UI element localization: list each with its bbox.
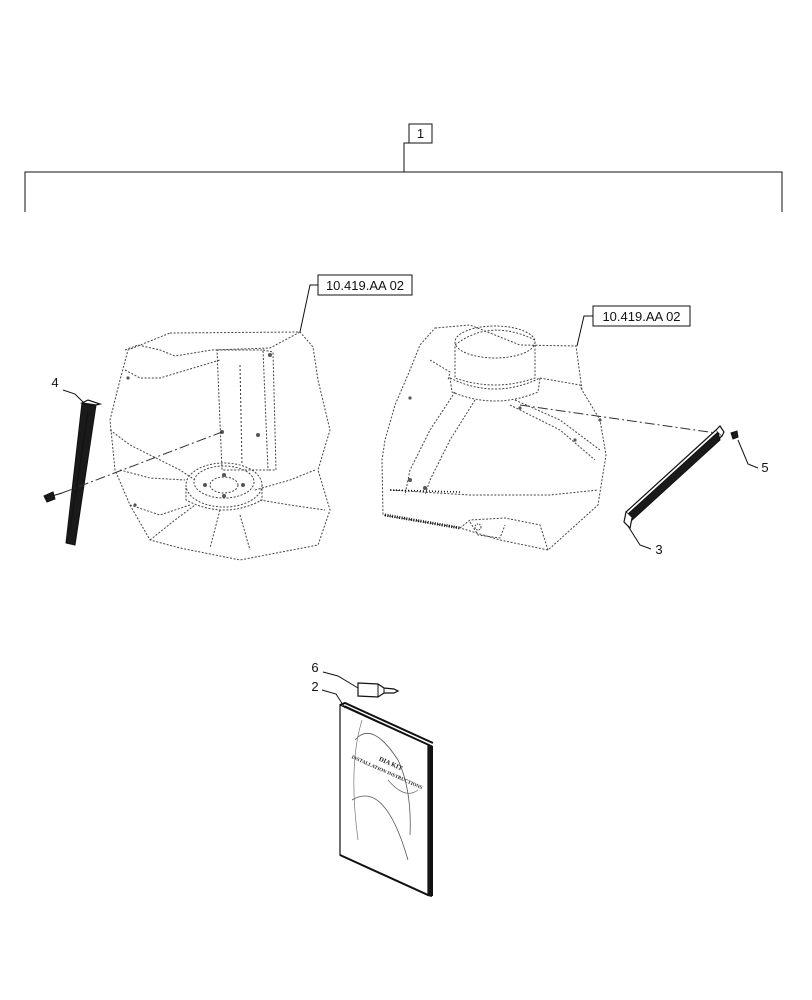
callout-label-2: 2 [311,679,318,694]
kit-bracket [24,171,783,212]
callout-label-3: 3 [655,542,662,557]
ref-leader-right [576,315,593,347]
ref-label-left: 10.419.AA 02 [326,278,404,293]
right-spreader-assembly [381,324,607,551]
ref-label-right: 10.419.AA 02 [602,309,680,324]
left-spreader-assembly [109,331,331,561]
reference-right: 10.419.AA 02 [576,305,691,347]
kit-bracket-stem [403,142,409,172]
part-3-fin [623,425,725,530]
callout-2: 2 [311,679,346,709]
part-2-manual: DIA KIT INSTALLATION INSTRUCTIONS [339,701,434,897]
assembly-line-3 [519,404,717,434]
callout-4: 4 [51,375,87,406]
callout-label-5: 5 [761,460,768,475]
callout-5: 5 [737,439,769,475]
part-4-bolt [43,491,63,503]
ref-leader-left [299,284,318,333]
callout-label-1: 1 [417,126,424,141]
part-5-screw [730,430,739,440]
kit-callout: 1 [24,123,783,212]
part-6-drill-bit [357,682,400,698]
part-4-fin [65,399,103,546]
assembly-line-4 [61,431,223,494]
callout-3: 3 [627,525,663,557]
callout-box-1 [408,123,433,144]
callout-6: 6 [311,660,359,689]
callout-label-4: 4 [51,375,58,390]
reference-left: 10.419.AA 02 [299,274,413,333]
callout-label-6: 6 [311,660,318,675]
